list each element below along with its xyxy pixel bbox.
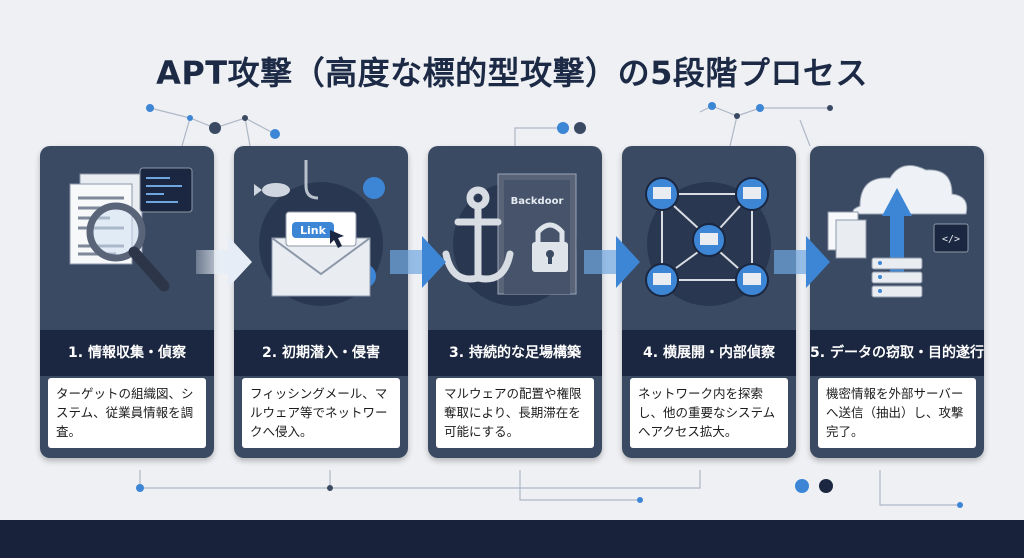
- phishing-email-icon: Link: [254, 160, 385, 306]
- flow-arrow-4: [774, 236, 830, 288]
- stage-label-4: 4. 横展開・内部偵察: [622, 330, 796, 376]
- flow-arrow-3: [584, 236, 640, 288]
- stage-label-1: 1. 情報収集・偵察: [40, 330, 214, 376]
- page-title: APT攻撃（高度な標的型攻撃）の5段階プロセス: [156, 54, 868, 92]
- stage-desc-3: マルウェアの配置や権限奪取により、長期滞在を可能にする。: [436, 378, 594, 448]
- stage-card-4: 4. 横展開・内部偵察 ネットワーク内を探索し、他の重要なシステムへアクセス拡大…: [622, 146, 796, 458]
- cloud-exfiltration-icon: </>: [827, 165, 969, 298]
- stage-card-3: Backdoor 3. 持続的な足場構築 マルウェアの配置や権限奪取により、長期…: [428, 146, 602, 458]
- footer-bar: [0, 520, 1024, 558]
- network-lateral-icon: [645, 177, 771, 306]
- stage-label-2: 2. 初期潜入・侵害: [234, 330, 408, 376]
- stage-desc-2: フィッシングメール、マルウェア等でネットワークへ侵入。: [242, 378, 400, 448]
- magnifier-document-icon: [69, 167, 193, 292]
- stage-desc-4: ネットワーク内を探索し、他の重要なシステムへアクセス拡大。: [630, 378, 788, 448]
- stage-label-3: 3. 持続的な足場構築: [428, 330, 602, 376]
- stage-card-1: 1. 情報収集・偵察 ターゲットの組織図、システム、従業員情報を調査。: [40, 146, 214, 458]
- anchor-backdoor-icon: Backdoor: [442, 173, 577, 306]
- svg-text:</>: </>: [942, 234, 960, 245]
- link-text: Link: [300, 224, 327, 237]
- stage-card-5: </> 5. データの窃取・目的遂行 機密情報を外部サーバーへ送信（抽出）し、攻…: [810, 146, 984, 458]
- stage-card-2: Link 2. 初期潜入・侵害 フィッシングメール、マルウェア等でネットワークへ…: [234, 146, 408, 458]
- backdoor-text: Backdoor: [511, 196, 564, 207]
- stage-desc-1: ターゲットの組織図、システム、従業員情報を調査。: [48, 378, 206, 448]
- stage-desc-5: 機密情報を外部サーバーへ送信（抽出）し、攻撃完了。: [818, 378, 976, 448]
- stage-label-5: 5. データの窃取・目的遂行: [810, 330, 984, 376]
- flow-arrow-2: [390, 236, 446, 288]
- flow-arrow-1: [196, 236, 252, 288]
